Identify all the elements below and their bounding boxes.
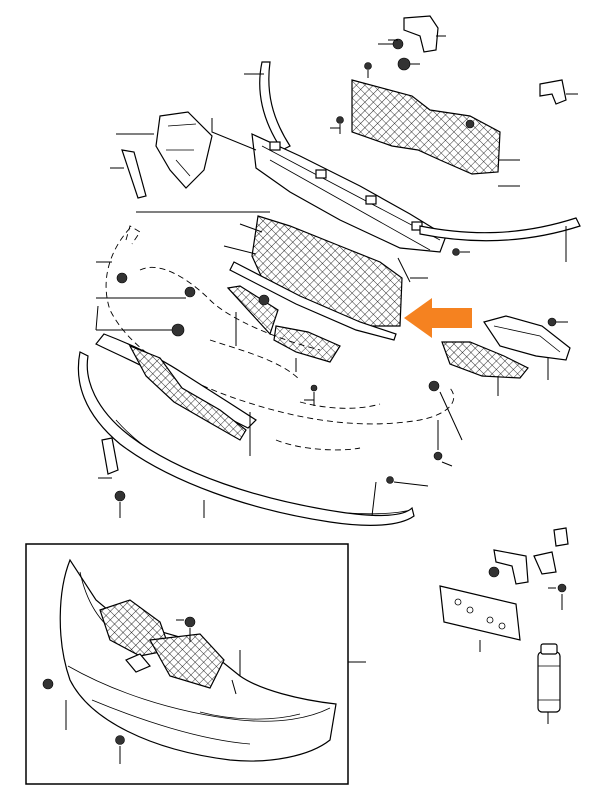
bolt-icon bbox=[433, 451, 443, 461]
small-mesh-insert bbox=[273, 325, 341, 363]
license-plate-bracket bbox=[439, 585, 521, 641]
upper-bracket-assembly bbox=[378, 15, 446, 71]
assembled-view-inset-frame bbox=[25, 543, 349, 785]
bolt-icon bbox=[336, 116, 344, 124]
assembled-bumper-view bbox=[59, 558, 337, 762]
bolt-icon bbox=[115, 735, 125, 745]
bolt-icon bbox=[452, 248, 460, 256]
bolt-icon bbox=[114, 490, 126, 502]
bolt-icon bbox=[310, 384, 318, 392]
leader-line bbox=[136, 211, 270, 255]
strut-rod bbox=[397, 257, 411, 283]
right-fog-lamp-bezel bbox=[483, 315, 571, 361]
leader-line bbox=[371, 481, 377, 517]
bolt-icon bbox=[184, 616, 196, 628]
bumper-reinforcement-beam bbox=[251, 133, 447, 253]
orange-arrow-pointing-left bbox=[404, 298, 472, 338]
centre-grille-trim bbox=[229, 261, 397, 341]
hood-seal-strip bbox=[259, 61, 291, 151]
bolt-icon bbox=[428, 380, 440, 392]
bolt-icon bbox=[386, 476, 394, 484]
left-slide-bracket bbox=[121, 149, 147, 199]
adhesive-bottle bbox=[537, 643, 561, 724]
left-fog-lamp-mesh bbox=[128, 344, 247, 441]
right-side-trim-strip bbox=[419, 217, 581, 242]
leader-line bbox=[211, 118, 257, 151]
left-lower-bracket bbox=[101, 437, 119, 475]
right-mesh-grille-insert bbox=[441, 341, 529, 379]
bolt-icon bbox=[465, 119, 475, 129]
left-cover-fasteners bbox=[95, 261, 270, 337]
centre-lower-mesh-grille bbox=[251, 215, 403, 327]
bolt-icon bbox=[42, 678, 54, 690]
license-plate-mount-parts bbox=[488, 527, 569, 610]
left-lower-mesh-strip bbox=[226, 285, 279, 336]
leader-line bbox=[498, 159, 520, 187]
leader-line bbox=[497, 358, 549, 396]
bolt-icon bbox=[547, 317, 557, 327]
clip-top-right bbox=[539, 79, 567, 105]
left-bumper-bracket bbox=[155, 111, 213, 189]
small-bolt-top bbox=[364, 62, 372, 78]
upper-mesh-grille bbox=[351, 79, 501, 175]
